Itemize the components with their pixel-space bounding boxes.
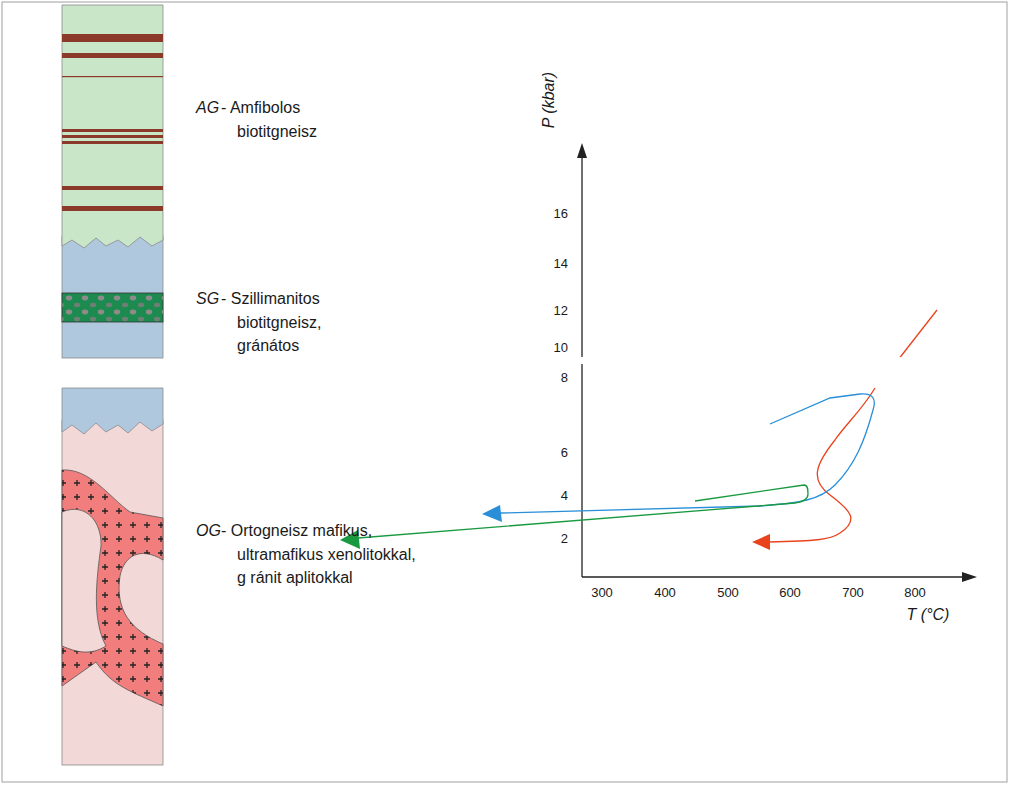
unit-description: - Amfibolos biotitgneisz (221, 96, 369, 143)
unit-code: OG (196, 519, 221, 543)
tick-label: 400 (654, 585, 676, 600)
tick-label: 6 (561, 445, 568, 460)
unit-code: AG (196, 96, 219, 120)
tick-label: 10 (554, 340, 568, 355)
tick-label: 600 (779, 585, 801, 600)
tick-label: 800 (904, 585, 926, 600)
axis-title: T (°C) (907, 603, 950, 627)
tick-label: 500 (717, 585, 739, 600)
tick-label: 700 (842, 585, 864, 600)
unit-description: - Szillimanitos biotitgneisz, gránátos (221, 287, 369, 358)
tick-label: 16 (554, 206, 568, 221)
tick-label: 4 (561, 488, 568, 503)
tick-label: 2 (561, 531, 568, 546)
tick-label: 8 (561, 370, 568, 385)
unit-description: - Ortogneisz mafikus, ultramafikus xenol… (221, 519, 417, 590)
tick-label: 300 (591, 585, 613, 600)
unit-code: SG (196, 287, 219, 311)
axis-title: P (kbar) (537, 72, 561, 128)
tick-label: 14 (554, 256, 568, 271)
tick-label: 12 (554, 303, 568, 318)
